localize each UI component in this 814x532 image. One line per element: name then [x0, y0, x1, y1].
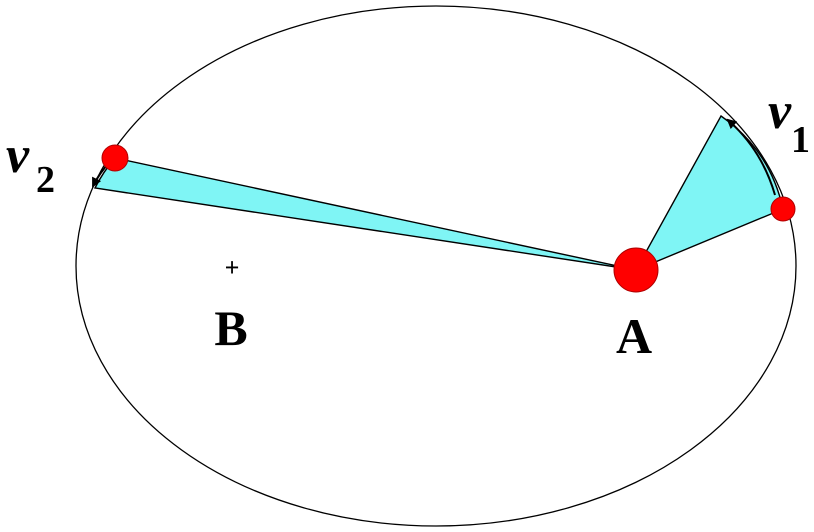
swept-area-left	[93, 157, 637, 271]
label-focus-a: A	[616, 308, 652, 364]
swept-area-right	[634, 114, 784, 272]
planet-left	[101, 144, 129, 172]
label-center-b: B	[214, 300, 247, 356]
label-v1-subscript: 1	[791, 119, 810, 161]
planet-right	[770, 196, 796, 222]
center-mark: +	[225, 253, 240, 282]
label-v1-letter: v	[768, 83, 792, 140]
velocity-arrow-v1	[726, 118, 776, 196]
sun-body	[613, 247, 659, 293]
orbit-ellipse	[75, 5, 797, 527]
label-v2-letter: v	[6, 127, 30, 184]
label-v2-subscript: 2	[36, 159, 55, 201]
